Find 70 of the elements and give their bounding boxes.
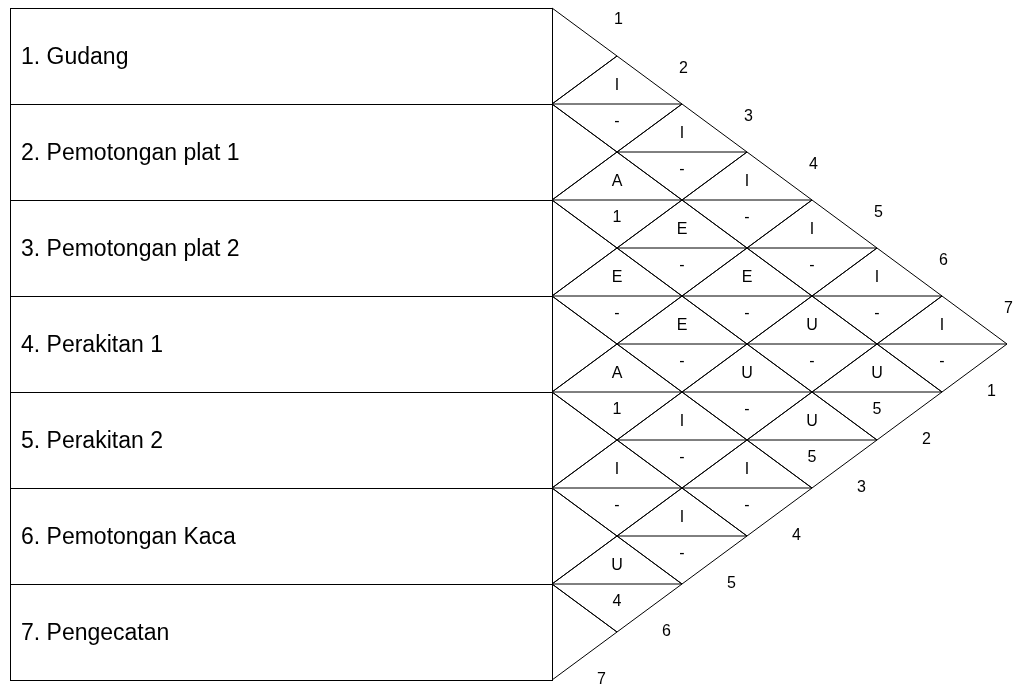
reason-code: 1 bbox=[611, 208, 623, 226]
department-label: 3. Pemotongan plat 2 bbox=[20, 235, 240, 262]
index-number: 1 bbox=[987, 382, 996, 400]
department-label: 2. Pemotongan plat 1 bbox=[20, 139, 240, 166]
relationship-code: I bbox=[613, 460, 621, 478]
relationship-code: A bbox=[610, 364, 624, 382]
relationship-code: I bbox=[873, 268, 881, 286]
reason-code: - bbox=[743, 208, 751, 226]
index-number: 6 bbox=[939, 251, 948, 269]
index-number: 3 bbox=[744, 107, 753, 125]
relationship-code: U bbox=[870, 364, 884, 382]
relationship-code: A bbox=[610, 172, 624, 190]
reason-code: - bbox=[678, 256, 686, 274]
department-box bbox=[10, 200, 553, 297]
relationship-code: I bbox=[938, 316, 946, 334]
index-number: 5 bbox=[874, 203, 883, 221]
department-box bbox=[10, 392, 553, 489]
reason-code: - bbox=[743, 496, 751, 514]
reason-code: 5 bbox=[806, 448, 818, 466]
relationship-code: U bbox=[610, 556, 624, 574]
index-number: 2 bbox=[922, 430, 931, 448]
relationship-code: E bbox=[675, 220, 689, 238]
index-number: 1 bbox=[614, 10, 623, 28]
index-number: 7 bbox=[1004, 299, 1013, 317]
reason-code: - bbox=[743, 304, 751, 322]
relationship-code: U bbox=[740, 364, 754, 382]
reason-code: - bbox=[808, 256, 816, 274]
department-label: 4. Perakitan 1 bbox=[20, 331, 163, 358]
department-box bbox=[10, 296, 553, 393]
index-number: 3 bbox=[857, 478, 866, 496]
relationship-code: U bbox=[805, 316, 819, 334]
relationship-code: E bbox=[675, 316, 689, 334]
relationship-code: I bbox=[743, 172, 751, 190]
relationship-code: U bbox=[805, 412, 819, 430]
index-number: 4 bbox=[792, 526, 801, 544]
relationship-code: I bbox=[678, 412, 686, 430]
reason-code: - bbox=[678, 160, 686, 178]
index-number: 6 bbox=[662, 622, 671, 640]
reason-code: - bbox=[873, 304, 881, 322]
reason-code: - bbox=[678, 352, 686, 370]
reason-code: - bbox=[613, 496, 621, 514]
reason-code: - bbox=[743, 400, 751, 418]
index-number: 5 bbox=[727, 574, 736, 592]
department-label: 7. Pengecatan bbox=[20, 619, 170, 646]
relationship-code: E bbox=[740, 268, 754, 286]
index-number: 7 bbox=[597, 670, 606, 688]
relationship-code: I bbox=[678, 508, 686, 526]
relationship-code: I bbox=[808, 220, 816, 238]
reason-code: 1 bbox=[611, 400, 623, 418]
reason-code: 4 bbox=[611, 592, 623, 610]
department-label: 1. Gudang bbox=[20, 43, 129, 70]
reason-code: 5 bbox=[871, 400, 883, 418]
department-box bbox=[10, 584, 553, 681]
department-box bbox=[10, 8, 553, 105]
reason-code: - bbox=[613, 304, 621, 322]
relationship-code: E bbox=[610, 268, 624, 286]
department-box bbox=[10, 104, 553, 201]
reason-code: - bbox=[938, 352, 946, 370]
relationship-code: I bbox=[678, 124, 686, 142]
relationship-code: I bbox=[743, 460, 751, 478]
department-box bbox=[10, 488, 553, 585]
reason-code: - bbox=[613, 112, 621, 130]
reason-code: - bbox=[678, 448, 686, 466]
department-label: 5. Perakitan 2 bbox=[20, 427, 163, 454]
index-number: 2 bbox=[679, 59, 688, 77]
relationship-code: I bbox=[613, 76, 621, 94]
department-label: 6. Pemotongan Kaca bbox=[20, 523, 236, 550]
reason-code: - bbox=[678, 544, 686, 562]
reason-code: - bbox=[808, 352, 816, 370]
index-number: 4 bbox=[809, 155, 818, 173]
